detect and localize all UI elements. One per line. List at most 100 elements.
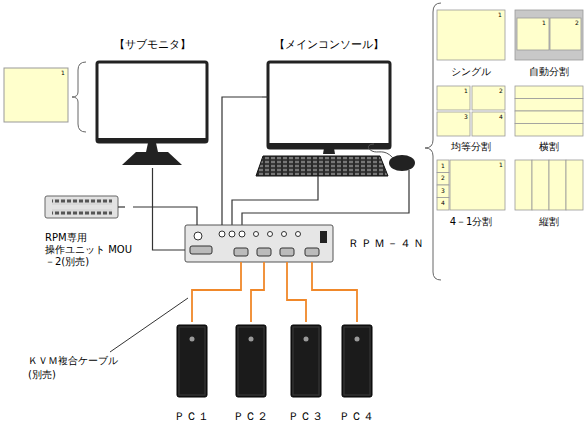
cable xyxy=(133,207,197,225)
node-text: ＰＣ１ xyxy=(174,410,210,423)
sub-monitor xyxy=(97,138,207,143)
pc-node: ＰＣ１ xyxy=(167,322,217,423)
screen-thumbnail xyxy=(472,86,505,110)
kvm-switch xyxy=(254,232,259,237)
kvm-switch xyxy=(282,232,287,237)
screen-thumbnail xyxy=(437,86,470,110)
node-text: ＰＣ４ xyxy=(339,410,375,423)
main-monitor xyxy=(268,62,390,154)
cable-label: ＫＶＭ複合ケーブル (別売) xyxy=(28,354,140,381)
kvm-switch xyxy=(185,225,333,262)
keyboard xyxy=(256,156,388,176)
cable xyxy=(153,168,186,250)
keyboard-cable xyxy=(232,176,318,225)
screen-thumbnail xyxy=(515,160,532,210)
screen-thumbnail xyxy=(517,18,549,50)
node-text: 4－1分割 xyxy=(450,216,493,228)
screen-thumbnail xyxy=(550,18,581,50)
pc-node: ＰＣ４ xyxy=(332,322,382,423)
layout-thumbnail: 縦割 xyxy=(515,160,583,228)
kvm-cable xyxy=(312,262,357,322)
screen-thumbnail xyxy=(437,160,449,173)
kvm-switch xyxy=(190,246,212,254)
pane-number: 1 xyxy=(499,162,503,168)
kvm-switch xyxy=(268,232,273,237)
sub-monitor xyxy=(146,143,158,152)
screen-thumbnail xyxy=(437,10,505,60)
kvm-switch xyxy=(257,248,271,256)
layout-thumbnail: 均等分割 xyxy=(437,86,505,153)
layout-thumbnail: 4－1分割 xyxy=(437,160,505,228)
screen-thumbnail xyxy=(450,160,505,210)
control-unit xyxy=(52,199,112,205)
switch-node: ＲＰＭ－４Ｎ xyxy=(185,225,426,262)
main-monitor xyxy=(323,148,335,154)
pane-number: 4 xyxy=(499,114,503,120)
node-text: シングル xyxy=(451,66,491,78)
console-node: 【メインコンソール】 xyxy=(262,38,396,182)
screen-thumbnail xyxy=(4,68,68,122)
screen-thumbnail xyxy=(515,111,583,124)
screen-thumbnail xyxy=(566,160,583,210)
pane-number: 2 xyxy=(575,20,579,26)
kvm-switch xyxy=(219,231,225,237)
pc-tower xyxy=(291,325,321,397)
screen-thumbnail xyxy=(437,173,449,186)
kvm-switch xyxy=(296,232,301,237)
layout-thumbnail: シングル xyxy=(437,10,505,78)
kvm-cable xyxy=(287,262,306,322)
control-unit xyxy=(45,196,118,218)
sub-monitor xyxy=(97,62,207,165)
screen-thumbnail xyxy=(549,160,566,210)
pane-number: 2 xyxy=(499,88,503,94)
node-text: 均等分割 xyxy=(451,141,491,153)
kvm-switch xyxy=(234,248,248,256)
node-text: 自動分割 xyxy=(529,66,569,78)
leader-line xyxy=(110,298,188,352)
pane-number: 3 xyxy=(441,188,445,194)
kvm-switch xyxy=(185,225,333,262)
node-text: ＲＰＭ－４Ｎ xyxy=(348,237,426,250)
screen-thumbnail xyxy=(437,112,470,136)
node-text: RPM専用 操作ユニット MOU－2(別売) xyxy=(45,232,133,268)
pane-number: 1 xyxy=(61,70,65,76)
kvm-switch xyxy=(280,248,294,256)
kvm-switch xyxy=(229,231,235,237)
node-text: ＰＣ２ xyxy=(233,410,269,423)
screen-thumbnail xyxy=(437,198,449,211)
control-unit xyxy=(52,209,112,215)
mouse-cable xyxy=(368,144,393,158)
pc-tower xyxy=(177,325,207,397)
screen-thumbnail xyxy=(532,160,549,210)
cable-stub xyxy=(262,96,268,97)
monitor-node: 【サブモニタ】 xyxy=(95,38,210,168)
screen-thumbnail xyxy=(515,124,583,137)
pane-number: 1 xyxy=(464,88,468,94)
screen-thumbnail xyxy=(437,185,449,198)
node-text: 横割 xyxy=(539,141,559,153)
control-unit xyxy=(45,196,118,218)
screen-thumbnail xyxy=(437,10,583,210)
pane-number: 4 xyxy=(441,200,445,206)
cable xyxy=(222,97,262,225)
pane-number: 1 xyxy=(542,20,546,26)
node-text: 【メインコンソール】 xyxy=(274,38,384,51)
screen-thumbnail xyxy=(515,86,583,99)
kvm-switch xyxy=(194,232,202,240)
pc-node: ＰＣ２ xyxy=(226,322,276,423)
pane-number: 3 xyxy=(464,114,468,120)
layout-thumbnail: 横割 xyxy=(515,86,583,153)
pane-number: 1 xyxy=(441,163,445,169)
mouse-cable xyxy=(242,170,409,225)
control-unit-node: RPM専用 操作ユニット MOU－2(別売) xyxy=(45,194,133,268)
pc-node: ＰＣ３ xyxy=(281,322,331,423)
main-monitor xyxy=(268,62,390,148)
sub-monitor xyxy=(122,152,182,165)
kvm-switch xyxy=(305,248,319,256)
node-text: 縦割 xyxy=(539,216,559,228)
kvm-cable xyxy=(192,262,241,322)
screen-thumbnail xyxy=(515,10,583,60)
cable-stub xyxy=(118,206,125,207)
screen-thumbnail xyxy=(515,99,583,112)
